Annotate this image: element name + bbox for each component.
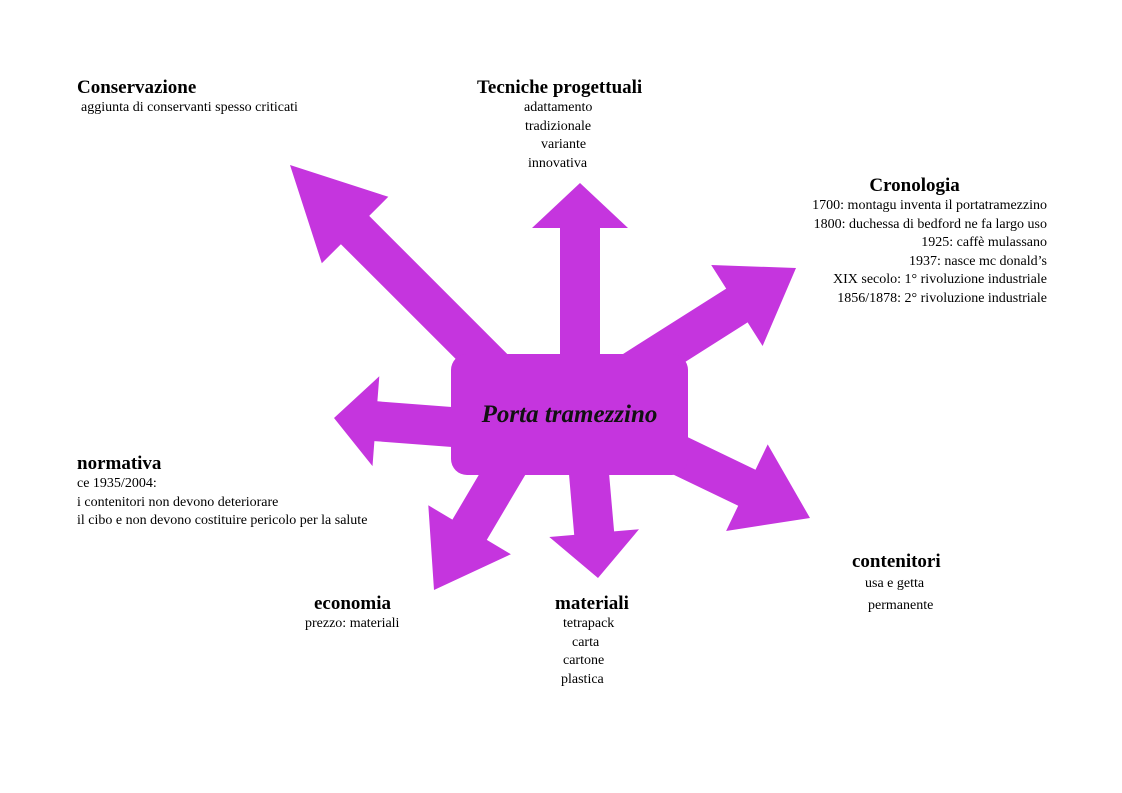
central-node: Porta tramezzino [451,354,688,475]
contenitori-block: contenitori usa e getta permanente [852,551,941,617]
cronologia-line: 1937: nasce mc donald’s [908,253,1047,269]
central-node-label: Porta tramezzino [481,400,658,428]
cronologia-title: Cronologia [869,175,960,196]
central-node-box [451,354,688,475]
conservazione-block: Conservazione aggiunta di conservanti sp… [77,77,298,118]
materiali-line: carta [572,634,600,650]
normativa-title: normativa [77,453,162,474]
tecniche-title: Tecniche progettuali [477,77,643,98]
economia-title: economia [314,593,392,614]
arrow-contenitori [651,428,810,531]
economia-block: economia prezzo: materiali [305,593,399,634]
contenitori-line: permanente [868,598,934,613]
cronologia-line: 1800: duchessa di bedford ne fa largo us… [813,216,1047,232]
materiali-title: materiali [555,593,629,614]
cronologia-line: 1925: caffè mulassano [921,235,1047,250]
normativa-line: ce 1935/2004: [77,476,157,491]
contenitori-title: contenitori [852,551,941,572]
economia-line: prezzo: materiali [305,616,400,631]
tecniche-line: tradizionale [525,118,592,134]
materiali-line: tetrapack [563,616,615,631]
materiali-line: cartone [563,653,605,668]
cronologia-line: XIX secolo: 1° rivoluzione industriale [833,272,1047,287]
arrow-materiali [549,460,639,578]
tecniche-line: adattamento [524,100,593,115]
conservazione-line: aggiunta di conservanti spesso criticati [81,100,298,115]
tecniche-line: variante [541,137,587,152]
cronologia-block: Cronologia 1700: montagu inventa il port… [812,175,1047,308]
conservazione-title: Conservazione [77,77,197,98]
materiali-block: materiali tetrapack carta cartone plasti… [555,593,629,689]
cronologia-line: 1856/1878: 2° rivoluzione industriale [837,290,1047,306]
arrow-tecniche [532,183,628,360]
normativa-block: normativa ce 1935/2004: i contenitori no… [77,453,367,531]
tecniche-line: innovativa [528,155,588,171]
contenitori-line: usa e getta [865,576,925,591]
normativa-line: il cibo e non devono costituire pericolo… [77,513,368,528]
arrow-normativa [334,376,467,467]
cronologia-line: 1700: montagu inventa il portatramezzino [812,198,1047,213]
normativa-line: i contenitori non devono deteriorare [77,494,279,510]
materiali-line: plastica [561,671,604,687]
arrow-economia [428,447,530,590]
tecniche-block: Tecniche progettuali adattamento tradizi… [477,77,642,173]
arrow-conservazione [290,165,525,400]
